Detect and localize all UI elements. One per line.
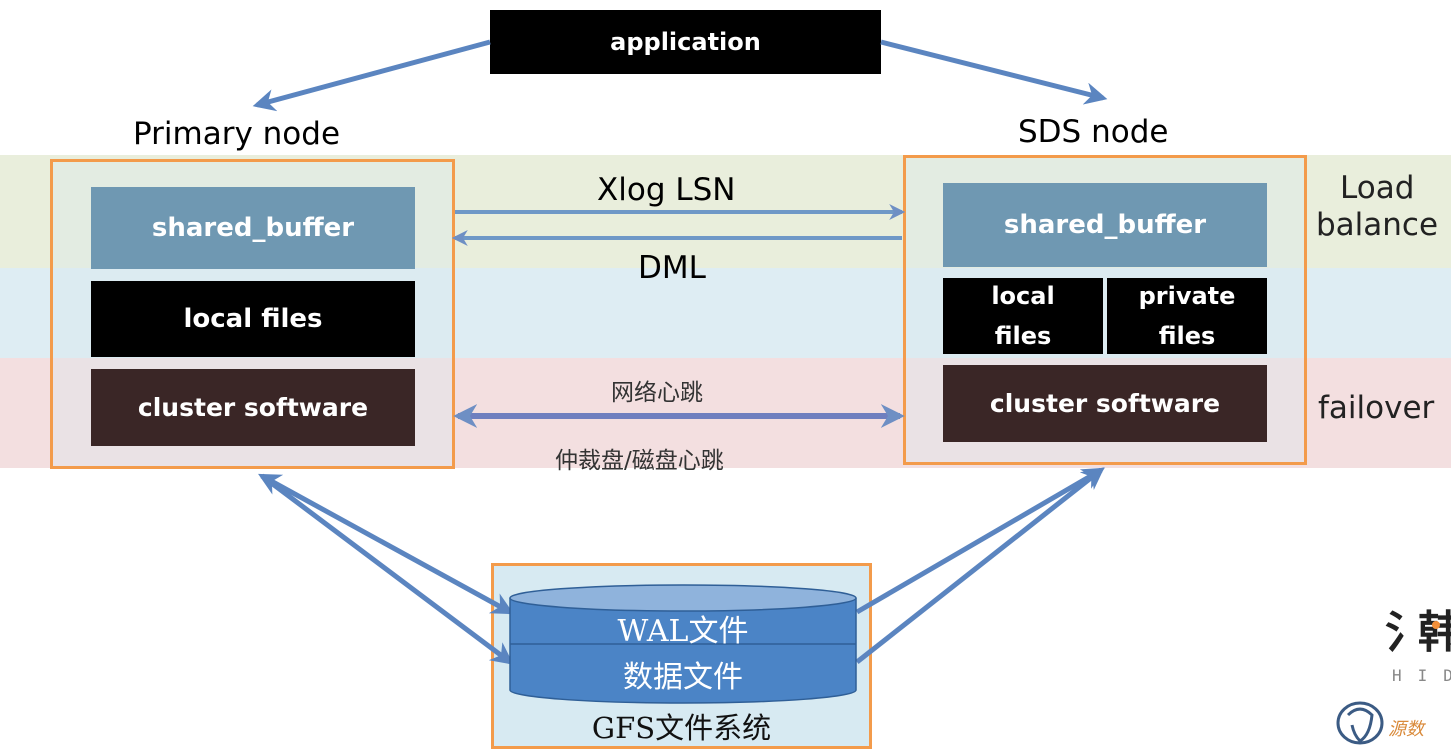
balance-label: balance: [1316, 207, 1439, 243]
sds-cluster-software: cluster software: [943, 365, 1267, 442]
sds-data-arrow: [855, 467, 1105, 664]
data-file-label: 数据文件: [623, 660, 743, 695]
sds-local-files: local files: [943, 278, 1103, 354]
load-label: Load: [1340, 170, 1415, 206]
gfs-filesystem-label: GFS文件系统: [591, 711, 772, 745]
primary-local-files: local files: [91, 281, 415, 357]
primary-cluster-software: cluster software: [91, 369, 415, 446]
sds-node-title: SDS node: [1018, 114, 1169, 150]
svg-text:韩: 韩: [1418, 607, 1451, 658]
app-to-primary-arrow: [252, 39, 491, 112]
dml-label: DML: [638, 250, 706, 286]
app-to-sds-arrow: [880, 39, 1108, 105]
svg-text:源数: 源数: [1388, 719, 1426, 740]
primary-wal-arrow: [258, 473, 514, 615]
svg-text:氵: 氵: [1385, 607, 1429, 658]
sds-private-files-line1: private: [1138, 282, 1236, 310]
primary-node-title: Primary node: [133, 116, 341, 152]
sds-wal-arrow: [855, 467, 1105, 615]
primary-data-arrow: [260, 474, 514, 665]
hidb-logo-icon: 氵 韩 HID 源数: [1336, 607, 1451, 745]
disk-heartbeat-label: 仲裁盘/磁盘心跳: [555, 448, 724, 474]
load-balance-label: Load balance: [1316, 170, 1438, 244]
sds-private-files: private files: [1107, 278, 1267, 354]
network-heartbeat-label: 网络心跳: [611, 380, 703, 406]
wal-file-label: WAL文件: [617, 614, 749, 649]
sds-local-files-line2: files: [994, 322, 1052, 350]
failover-label: failover: [1318, 390, 1435, 426]
sds-private-files-line2: files: [1158, 322, 1216, 350]
application-box: application: [490, 10, 881, 74]
svg-text:HID: HID: [1392, 666, 1451, 685]
storage-cylinder: [509, 584, 857, 704]
xlog-lsn-label: Xlog LSN: [597, 172, 736, 208]
sds-shared-buffer: shared_buffer: [943, 183, 1267, 267]
sds-local-files-line1: local: [991, 282, 1055, 310]
primary-shared-buffer: shared_buffer: [91, 187, 415, 269]
